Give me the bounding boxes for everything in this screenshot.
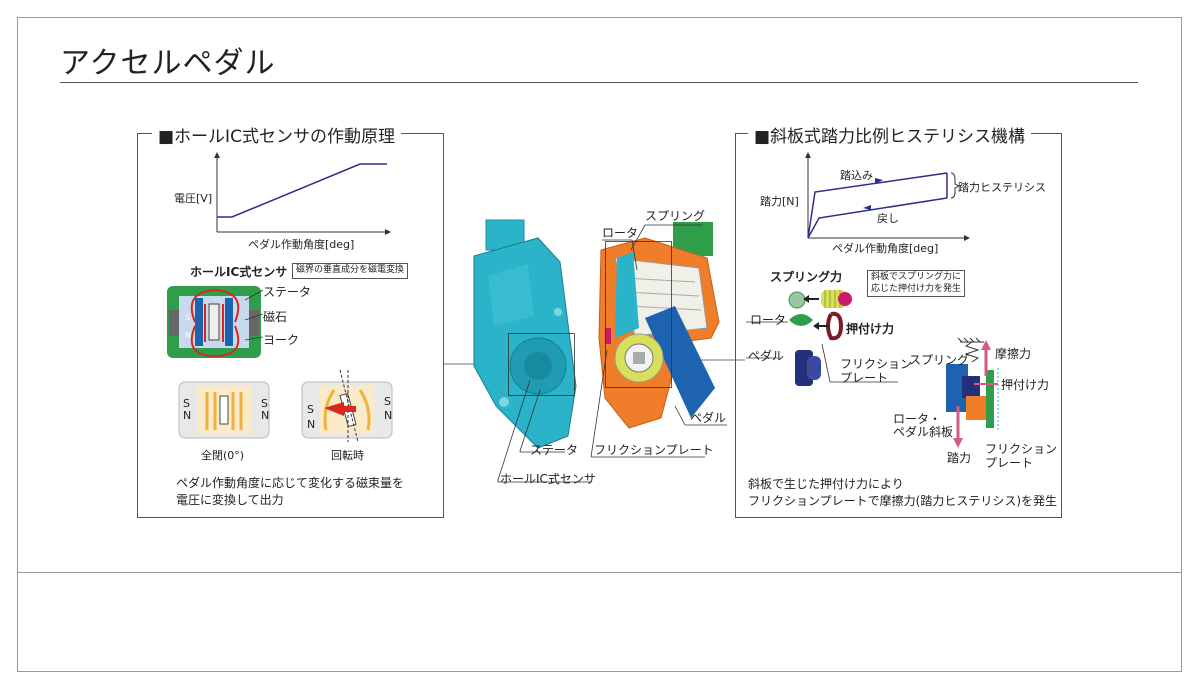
press-curve	[807, 172, 948, 239]
title-rule	[60, 82, 1138, 83]
hall-sensor-description-line1: ペダル作動角度に応じて変化する磁束量を	[176, 476, 405, 490]
rotor-swash-label-1: ロータ・	[893, 412, 942, 426]
center-hall-sensor-label: ホールIC式センサ	[500, 472, 596, 486]
magnet-label: 磁石	[263, 310, 288, 324]
closed-pole-n-left: N	[183, 409, 192, 422]
press-label: 踏込み	[840, 169, 873, 182]
center-leader-lines-left	[497, 379, 590, 483]
rotating-state-diagram	[301, 369, 393, 443]
hysteresis-label: 踏力ヒステリシス	[958, 181, 1046, 194]
footer-divider	[17, 572, 1182, 573]
hall-sensor-panel-title: ■ホールIC式センサの作動原理	[152, 122, 401, 147]
hysteresis-angle-axis-label: ペダル作動角度[deg]	[832, 242, 939, 255]
pressing-force-note-line1: 斜板でスプリング力に	[871, 272, 962, 282]
slide-frame	[17, 17, 1182, 672]
release-curve	[807, 197, 948, 239]
center-leader-lines-right	[590, 224, 727, 458]
hall-sensor-description-line2: 電圧に変換して出力	[176, 493, 284, 508]
svg-text:N: N	[185, 331, 191, 340]
hysteresis-description: 斜板で生じた押付け力により フリクションプレートで摩擦力(踏力ヒステリシス)を発…	[748, 476, 1057, 511]
pedal-assembly-illustration	[598, 222, 720, 429]
pressing-force-note-line2: 応じた押付け力を発生	[871, 283, 962, 294]
pedal-zoom-box	[605, 241, 672, 388]
mechanism-parts	[788, 290, 852, 386]
friction-plate-label-1: フリクション	[840, 357, 913, 371]
angle-axis-label: ペダル作動角度[deg]	[248, 238, 355, 251]
rotating-pole-s-left: S	[307, 403, 314, 416]
hysteresis-panel-title: ■斜板式踏力比例ヒステリシス機構	[748, 122, 1032, 147]
center-rotor-label: ロータ	[602, 226, 639, 240]
rotating-pole-n-left: N	[307, 418, 316, 431]
center-stator-label: ステータ	[530, 443, 579, 457]
rotating-pole-s-right: S	[384, 395, 391, 408]
right-leader-lines	[746, 321, 898, 383]
closed-state-diagram	[178, 381, 270, 439]
rotating-state-label: 回転時	[331, 449, 364, 462]
closed-state-label: 全閉(0°)	[201, 449, 245, 462]
spring-coil	[821, 290, 852, 308]
sensor-cross-section: S N	[167, 286, 261, 358]
closed-pole-n-right: N	[261, 409, 270, 422]
center-friction-plate-label: フリクションプレート	[594, 443, 714, 457]
voltage-axis-label: 電圧[V]	[174, 192, 213, 205]
hall-sensor-label: ホールIC式センサ	[190, 265, 288, 279]
rotor-label-right: ロータ	[750, 313, 787, 327]
friction-force-label: 摩擦力	[995, 347, 1032, 361]
page-title: アクセルペダル	[60, 46, 276, 81]
pedal-label-right: ペダル	[748, 349, 785, 363]
hysteresis-description-line1: 斜板で生じた押付け力により	[748, 477, 904, 491]
pressing-force-note: 斜板でスプリング力に 応じた押付け力を発生	[867, 270, 966, 298]
leader-lines-left	[244, 289, 264, 341]
voltage-line	[217, 163, 387, 218]
conversion-note: 磁界の垂直成分を磁電変換	[292, 263, 409, 279]
voltage-graph	[214, 152, 391, 235]
closed-pole-s-left: S	[183, 397, 190, 410]
hall-sensor-description: ペダル作動角度に応じて変化する磁束量を 電圧に変換して出力	[176, 475, 404, 510]
spring-label-right: スプリング	[909, 353, 970, 367]
pressing-force-label-2: 押付け力	[1001, 378, 1050, 392]
release-label: 戻し	[877, 212, 899, 225]
svg-text:S: S	[185, 313, 190, 322]
center-spring-label: スプリング	[645, 209, 706, 223]
yoke-label: ヨーク	[263, 333, 300, 347]
rotor-swash-label-2: ペダル斜板	[893, 425, 954, 439]
force-axis-label: 踏力[N]	[760, 195, 799, 208]
center-pedal-label: ペダル	[690, 411, 727, 425]
friction-plate-label-2: プレート	[840, 371, 889, 385]
pedal-force-label: 踏力	[947, 451, 972, 465]
hysteresis-description-line2: フリクションプレートで摩擦力(踏力ヒステリシス)を発生	[748, 494, 1058, 509]
spring-force-label: スプリング力	[770, 270, 843, 284]
hysteresis-graph	[805, 152, 970, 241]
friction-plate-label-4: プレート	[985, 456, 1034, 470]
rotating-pole-n-right: N	[384, 409, 393, 422]
pressing-force-label: 押付け力	[846, 322, 895, 336]
closed-pole-s-right: S	[261, 397, 268, 410]
friction-schematic	[946, 337, 999, 448]
sensor-zoom-box	[508, 333, 575, 396]
friction-plate-label-3: フリクション	[985, 442, 1058, 456]
stator-label: ステータ	[263, 285, 312, 299]
